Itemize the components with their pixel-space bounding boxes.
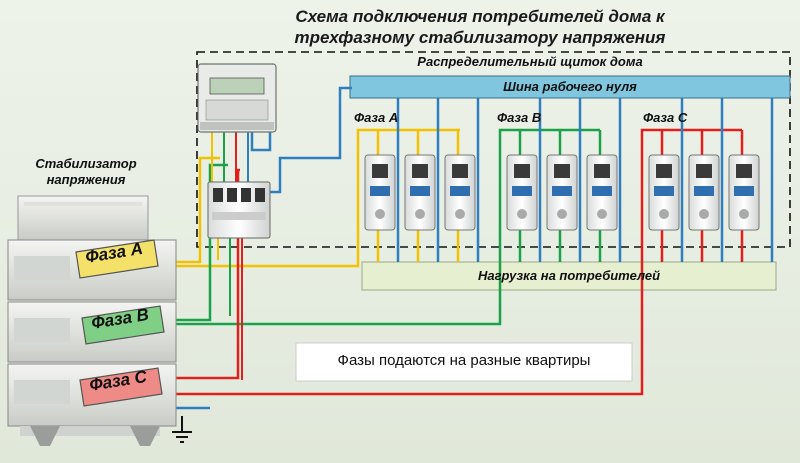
circuit-breaker-icon	[546, 154, 578, 231]
main-breaker-icon	[207, 181, 271, 239]
circuit-breaker-icon	[688, 154, 720, 231]
distribution-panel-boundary	[196, 51, 791, 248]
phase-c-breakers	[648, 154, 760, 231]
phase-b-breakers	[506, 154, 618, 231]
neutral-wires	[172, 86, 774, 410]
circuit-breaker-icon	[404, 154, 436, 231]
ground-icon	[172, 416, 192, 443]
phase-c-wires	[172, 128, 744, 396]
neutral-bus-label: Шина рабочего нуля	[503, 79, 637, 94]
stabilizer-label: Стабилизатор напряжения	[16, 156, 156, 188]
phase-group-label-a: Фаза A	[354, 110, 399, 125]
circuit-breaker-icon	[648, 154, 680, 231]
circuit-breaker-icon	[506, 154, 538, 231]
load-bar	[361, 261, 777, 291]
panel-label: Распределительный щиток дома	[417, 54, 643, 69]
phase-a-breakers	[364, 154, 476, 231]
electric-meter-icon	[197, 63, 277, 133]
load-label: Нагрузка на потребителей	[477, 268, 661, 283]
note-text: Фазы подаются на разные квартиры	[337, 352, 591, 369]
phase-tag-c	[79, 367, 163, 407]
circuit-breaker-icon	[364, 154, 396, 231]
circuit-breaker-icon	[444, 154, 476, 231]
phase-group-label-c: Фаза C	[643, 110, 688, 125]
diagram-title: Схема подключения потребителей дома к тр…	[200, 6, 760, 48]
stabilizer-label-line-2: напряжения	[46, 172, 126, 187]
phase-tags	[75, 239, 165, 407]
circuit-breaker-icon	[728, 154, 760, 231]
title-line-1: Схема подключения потребителей дома к	[295, 7, 665, 26]
circuit-breaker-icon	[586, 154, 618, 231]
phase-group-label-b: Фаза B	[497, 110, 542, 125]
meter-wires	[211, 132, 249, 380]
phase-tag-a	[75, 239, 159, 279]
title-line-2: трехфазному стабилизатору напряжения	[294, 28, 666, 47]
stabilizer-label-line-1: Стабилизатор	[35, 156, 137, 171]
phase-tag-b	[81, 305, 165, 345]
note-box	[295, 342, 633, 382]
